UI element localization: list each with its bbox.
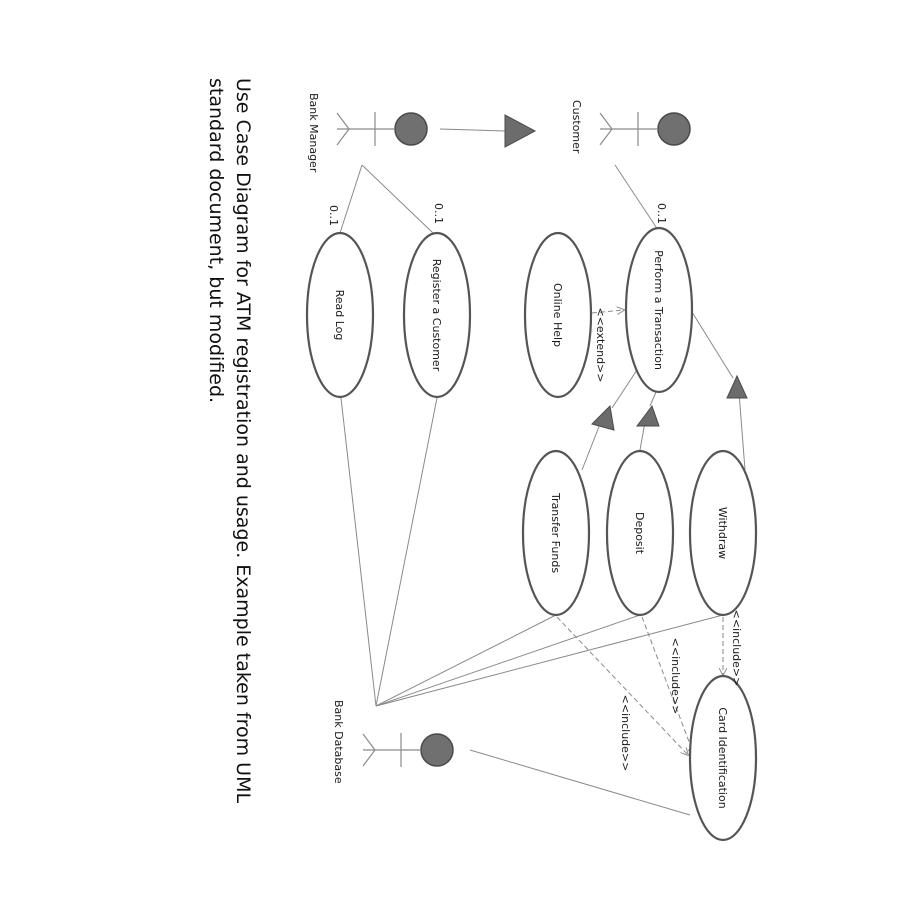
generalization-withdraw-line — [738, 391, 746, 471]
generalization-withdraw-line-2 — [691, 311, 734, 379]
generalization-head-manager-customer — [504, 114, 537, 148]
include-deposit-arrow — [641, 616, 694, 755]
association-db-cardid — [469, 749, 691, 816]
usecase-deposit: Deposit — [605, 449, 675, 617]
generalization-head-transfer — [591, 404, 615, 431]
multiplicity-customer-transaction: 0..1 — [655, 203, 668, 224]
actor-customer-head-icon — [657, 112, 691, 146]
actor-bank-database: Bank Database — [332, 700, 454, 784]
usecase-read-log-label: Read Log — [333, 290, 346, 341]
usecase-transfer-funds-label: Transfer Funds — [549, 492, 562, 573]
usecase-perform-transaction: Perform a Transaction — [624, 226, 694, 394]
usecase-perform-transaction-shape — [624, 226, 694, 394]
association-deposit-db — [375, 614, 641, 707]
usecase-card-identification-shape — [688, 674, 758, 842]
usecase-perform-transaction-label: Perform a Transaction — [652, 250, 665, 370]
usecase-read-log: Read Log — [305, 231, 375, 399]
association-withdraw-db — [375, 614, 724, 707]
extend-arrow — [591, 310, 624, 313]
usecase-transfer-funds: Transfer Funds — [521, 449, 591, 617]
actor-bank-manager-body-icon — [336, 112, 395, 146]
usecase-read-log-shape — [305, 231, 375, 399]
generalization-head-deposit — [636, 404, 660, 427]
stereotype-include-deposit: <<include>> — [669, 638, 682, 715]
generalization-head-withdraw — [726, 374, 748, 399]
association-readlog-db — [340, 397, 377, 707]
association-customer-transaction — [614, 164, 661, 234]
actor-customer-body-icon — [599, 112, 658, 146]
association-manager-readlog — [339, 164, 363, 234]
caption-line-2: standard document, but modified. — [205, 78, 227, 403]
usecase-withdraw: Withdraw — [688, 449, 758, 617]
usecase-transfer-funds-shape — [521, 449, 591, 617]
usecase-withdraw-label: Withdraw — [716, 507, 729, 559]
usecase-online-help: Online Help — [523, 231, 593, 399]
actor-bank-database-head-icon — [420, 733, 454, 767]
usecase-deposit-label: Deposit — [633, 512, 646, 555]
generalization-transfer-line — [581, 423, 601, 471]
usecase-card-identification: Card Identification — [688, 674, 758, 842]
generalization-deposit-line — [639, 421, 646, 451]
generalization-line-manager-customer — [439, 128, 506, 132]
association-register-db — [375, 397, 438, 707]
usecase-online-help-label: Online Help — [551, 283, 564, 347]
multiplicity-manager-readlog: 0..1 — [327, 205, 340, 226]
actor-bank-manager: Bank Manager — [307, 93, 428, 173]
association-transfer-db — [375, 614, 557, 707]
caption-line-1: Use Case Diagram for ATM registration an… — [232, 78, 254, 803]
generalization-heads — [504, 114, 748, 431]
usecase-register-customer-shape — [402, 231, 472, 399]
stereotype-include-transfer: <<include>> — [619, 695, 632, 772]
actor-bank-manager-head-icon — [394, 112, 428, 146]
usecase-deposit-shape — [605, 449, 675, 617]
usecase-register-customer: Register a Customer — [402, 231, 472, 399]
stereotype-extend: <<extend>> — [594, 308, 607, 383]
usecase-withdraw-shape — [688, 449, 758, 617]
actor-bank-database-body-icon — [362, 733, 421, 767]
generalization-transfer-line-2 — [611, 369, 638, 409]
association-manager-register — [361, 164, 434, 234]
actor-bank-database-label: Bank Database — [332, 700, 345, 784]
connectors — [339, 128, 746, 816]
actor-bank-manager-label: Bank Manager — [307, 93, 320, 173]
usecase-online-help-shape — [523, 231, 593, 399]
stereotype-include-withdraw: <<include>> — [730, 610, 743, 687]
usecase-card-identification-label: Card Identification — [716, 707, 729, 808]
actor-customer: Customer — [570, 100, 691, 154]
actor-customer-label: Customer — [570, 100, 583, 154]
multiplicity-manager-register: 0..1 — [432, 203, 445, 224]
usecase-register-customer-label: Register a Customer — [430, 259, 443, 372]
